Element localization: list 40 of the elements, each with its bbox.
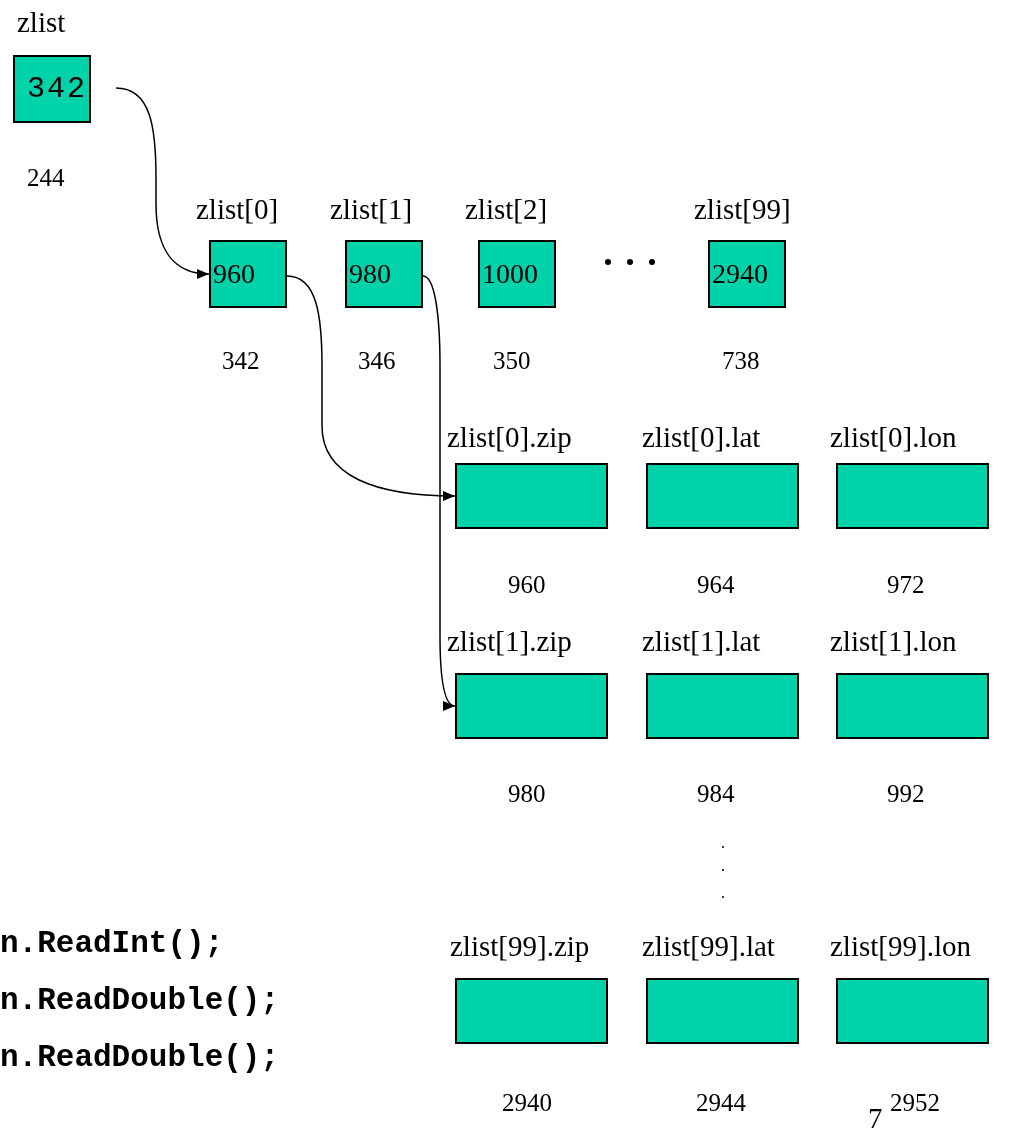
pointer-arrow — [286, 275, 456, 501]
memory-address: 350 — [493, 348, 531, 373]
variable-name: zlist[99].lat — [642, 932, 775, 961]
memory-address: 992 — [887, 781, 925, 806]
pointer-arrow — [115, 87, 210, 279]
memory-address: 244 — [27, 165, 65, 190]
memory-cell: 2940 — [708, 240, 786, 308]
variable-name: zlist[99] — [694, 195, 791, 224]
memory-cell: 980 — [345, 240, 423, 308]
memory-cell: 1000 — [478, 240, 556, 308]
variable-name: zlist[1] — [330, 195, 413, 224]
memory-address: 738 — [722, 348, 760, 373]
pointer-arrow — [422, 275, 456, 709]
variable-name: zlist[0].lat — [642, 423, 761, 452]
variable-name: zlist[1].lon — [830, 627, 957, 656]
memory-address: 346 — [358, 348, 396, 373]
code-line: n.ReadDouble(); — [0, 985, 280, 1016]
memory-address: 2940 — [502, 1090, 552, 1115]
variable-name: zlist[1].zip — [447, 627, 572, 656]
memory-address: 980 — [508, 781, 546, 806]
memory-cell: 342 — [13, 55, 91, 123]
variable-name: zlist[99].zip — [450, 932, 590, 961]
memory-cell: 960 — [209, 240, 287, 308]
code-line: n.ReadInt(); — [0, 928, 224, 959]
memory-address: 2952 — [890, 1090, 940, 1115]
memory-address: 984 — [697, 781, 735, 806]
variable-name: zlist[2] — [465, 195, 548, 224]
variable-name: zlist[0] — [196, 195, 279, 224]
variable-name: zlist[0].zip — [447, 423, 572, 452]
page-number: 7 — [868, 1104, 883, 1131]
code-line: n.ReadDouble(); — [0, 1042, 280, 1073]
variable-name: zlist[1].lat — [642, 627, 761, 656]
memory-address: 342 — [222, 348, 260, 373]
memory-address: 964 — [697, 572, 735, 597]
memory-address: 972 — [887, 572, 925, 597]
memory-address: 960 — [508, 572, 546, 597]
memory-address: 2944 — [696, 1090, 746, 1115]
variable-name: zlist[0].lon — [830, 423, 957, 452]
variable-name: zlist[99].lon — [830, 932, 971, 961]
variable-name: zlist — [17, 8, 66, 37]
